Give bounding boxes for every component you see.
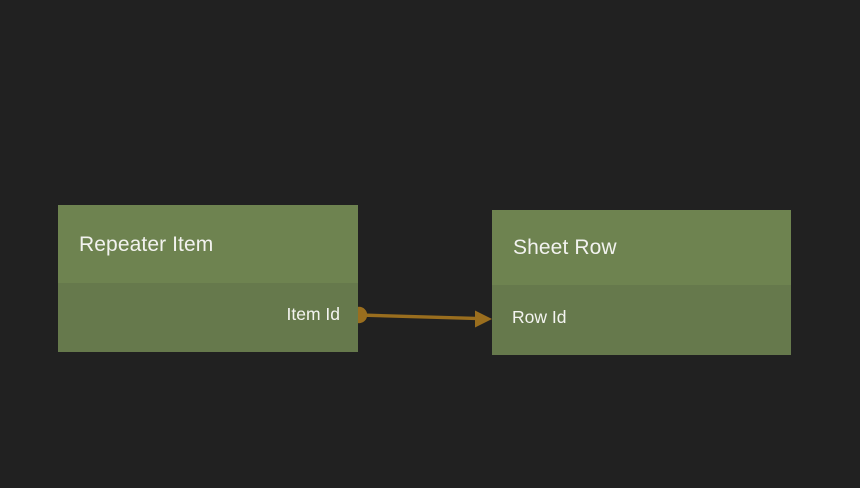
field-row-item-id[interactable]: Item Id: [58, 304, 358, 324]
node-header-sheet-row[interactable]: Sheet Row: [492, 210, 791, 285]
edge-target-arrow-icon: [475, 310, 492, 328]
node-body-repeater-item: Item Id: [58, 283, 358, 352]
node-title: Sheet Row: [513, 236, 617, 259]
field-label: Row Id: [512, 307, 567, 327]
node-header-repeater-item[interactable]: Repeater Item: [58, 205, 358, 283]
node-title: Repeater Item: [79, 232, 214, 256]
field-row-row-id[interactable]: Row Id: [492, 307, 791, 327]
node-body-sheet-row: Row Id: [492, 285, 791, 355]
edge-item-id-to-row-id[interactable]: [350, 306, 492, 328]
node-repeater-item[interactable]: Repeater Item Item Id: [58, 205, 358, 352]
node-sheet-row[interactable]: Sheet Row Row Id: [492, 210, 791, 355]
field-label: Item Id: [286, 304, 341, 324]
edge-line: [358, 313, 485, 321]
